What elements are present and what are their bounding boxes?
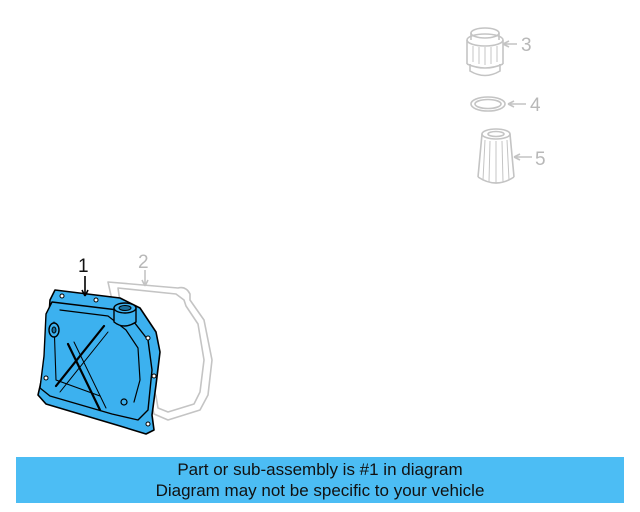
part-2-pan-gasket bbox=[107, 281, 213, 421]
diagram-notice-banner: Part or sub-assembly is #1 in diagram Di… bbox=[16, 457, 624, 503]
part-1-oil-pan bbox=[37, 289, 161, 435]
callout-4-label: 4 bbox=[530, 95, 541, 116]
banner-line-1: Part or sub-assembly is #1 in diagram bbox=[177, 460, 463, 479]
part-3-filter-cap bbox=[466, 27, 504, 77]
callout-5-label: 5 bbox=[535, 149, 546, 170]
part-4-o-ring bbox=[470, 96, 506, 112]
callout-3-leader bbox=[502, 40, 517, 48]
callout-1-label: 1 bbox=[78, 256, 89, 277]
callout-4-leader bbox=[507, 100, 526, 108]
callout-5-leader bbox=[513, 153, 532, 161]
callout-2-label: 2 bbox=[138, 252, 149, 273]
callout-1-leader bbox=[81, 276, 89, 297]
callout-3-label: 3 bbox=[521, 35, 532, 56]
banner-line-2: Diagram may not be specific to your vehi… bbox=[155, 481, 485, 500]
callout-2-leader bbox=[141, 270, 149, 287]
part-5-filter-element bbox=[477, 128, 515, 184]
